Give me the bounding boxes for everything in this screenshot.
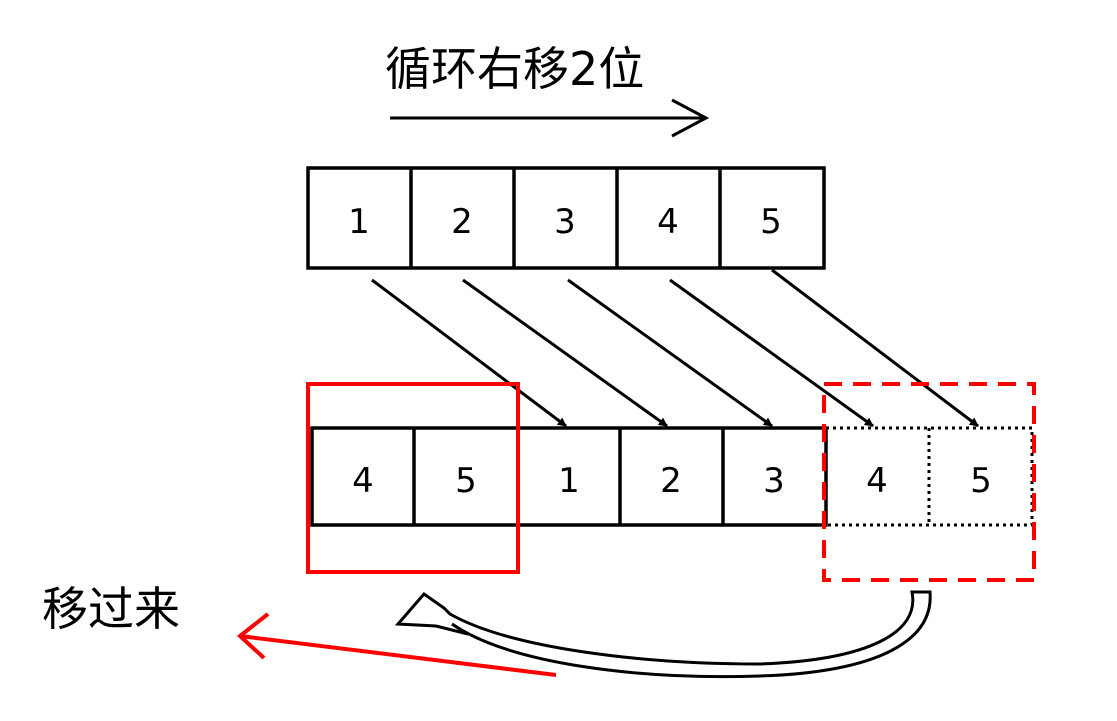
bottom-cell-1: 4 (352, 461, 374, 501)
shift-arrow-3 (567, 278, 773, 428)
bottom-cell-5: 3 (763, 461, 785, 501)
shift-arrow-1 (371, 278, 567, 428)
top-cell-5: 5 (760, 202, 782, 242)
top-cell-2: 2 (451, 202, 473, 242)
overflow-cell-1: 4 (866, 461, 888, 501)
overflow-cell-2: 5 (970, 461, 992, 501)
shift-arrow-5 (771, 268, 979, 428)
bottom-row: 4 5 1 2 3 (310, 426, 828, 527)
shift-arrows (371, 268, 979, 428)
wraparound-arrow (394, 590, 932, 679)
moved-highlight-box (306, 382, 520, 574)
bottom-cell-2: 5 (455, 461, 477, 501)
overflow-highlight-box (822, 382, 1036, 582)
top-cell-1: 1 (348, 202, 370, 242)
shift-arrow-4 (669, 278, 874, 428)
shift-arrow-2 (462, 278, 668, 428)
top-cell-4: 4 (657, 202, 679, 242)
bottom-cell-4: 2 (660, 461, 682, 501)
title-label: 循环右移2位 (385, 42, 644, 96)
moved-label: 移过来 (42, 582, 180, 636)
shift-direction-arrow (390, 98, 710, 138)
top-row: 1 2 3 4 5 (306, 166, 826, 270)
top-cell-3: 3 (554, 202, 576, 242)
bottom-cell-3: 1 (558, 461, 580, 501)
overflow-cells: 4 5 (826, 426, 1034, 527)
move-over-arrow (236, 612, 557, 677)
